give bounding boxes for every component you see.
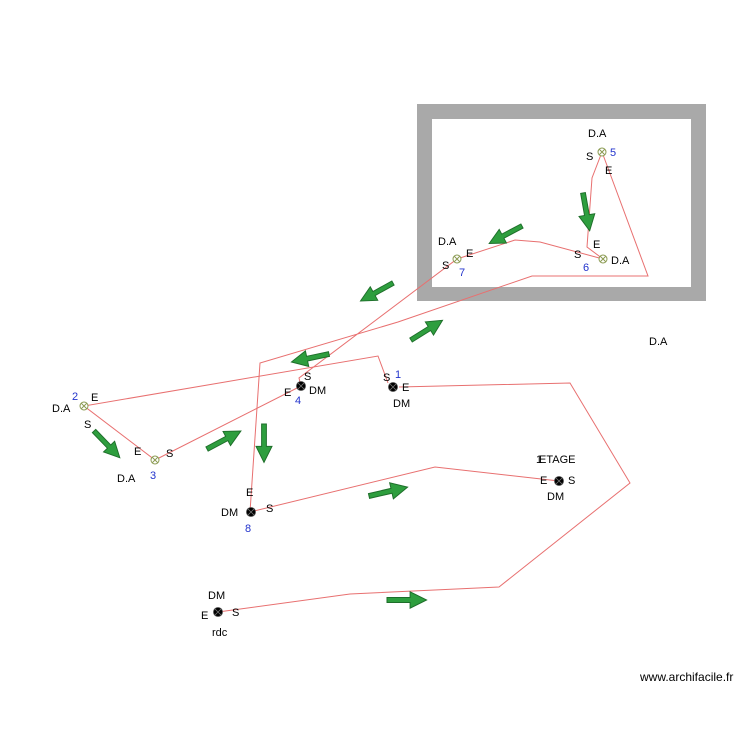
port-label: S	[383, 372, 390, 384]
da-label: D.A	[438, 236, 457, 248]
da-marker-6	[598, 254, 608, 264]
da-label: D.A	[611, 255, 630, 267]
port-label: S	[304, 371, 311, 383]
da-marker-2	[79, 401, 89, 411]
dm-marker-etage	[554, 476, 564, 486]
port-label: S	[442, 260, 449, 272]
direction-arrow	[290, 349, 331, 368]
dm-label: DM	[547, 491, 564, 503]
node-number: 5	[610, 147, 616, 159]
node-number: 8	[245, 523, 251, 535]
dm-marker-1	[388, 382, 398, 392]
port-label: E	[466, 248, 473, 260]
node-numbers: 5 6 7 1 4 2 3 8	[72, 147, 616, 535]
dm-label: DM	[393, 398, 410, 410]
node-number: 1	[395, 369, 401, 381]
dm-marker-rdc	[213, 607, 223, 617]
da-label: D.A	[588, 128, 607, 140]
port-label: E	[402, 382, 409, 394]
port-label: S	[266, 503, 273, 515]
dm-label: DM	[208, 590, 225, 602]
direction-arrow	[488, 223, 524, 244]
dm-label: DM	[221, 507, 238, 519]
etage-label: 1	[536, 454, 542, 466]
da-label: D.A	[117, 473, 136, 485]
route-segment	[217, 382, 631, 613]
node-number: 7	[459, 267, 465, 279]
direction-arrow	[205, 430, 242, 452]
port-label: S	[232, 607, 239, 619]
port-label: S	[586, 151, 593, 163]
da-label: D.A	[52, 403, 71, 415]
port-labels: S E E S S E S E S E E S E S E S E S E S	[84, 151, 612, 622]
port-label: E	[134, 446, 141, 458]
port-label: E	[284, 387, 291, 399]
direction-arrow	[359, 280, 395, 302]
route-segment	[249, 150, 649, 513]
device-labels: D.A D.A D.A D.A D.A D.A DM DM DM DM DM 1…	[52, 128, 668, 639]
dm-markers	[213, 381, 564, 617]
da-marker-7	[452, 254, 462, 264]
port-label: E	[540, 475, 547, 487]
da-marker-5	[597, 147, 607, 157]
port-label: E	[605, 165, 612, 177]
direction-arrow	[578, 192, 596, 232]
node-number: 6	[583, 262, 589, 274]
port-label: S	[84, 419, 91, 431]
port-label: E	[91, 392, 98, 404]
port-label: S	[166, 448, 173, 460]
port-label: S	[574, 249, 581, 261]
dm-marker-8	[246, 507, 256, 517]
da-label: D.A	[649, 336, 668, 348]
direction-arrow	[367, 482, 409, 500]
etage-label: ETAGE	[539, 454, 575, 466]
rdc-label: rdc	[212, 627, 228, 639]
route-lines	[82, 150, 649, 613]
direction-arrows	[91, 192, 596, 610]
port-label: E	[593, 239, 600, 251]
node-number: 4	[295, 395, 301, 407]
port-label: E	[246, 487, 253, 499]
da-markers	[79, 147, 608, 465]
node-number: 3	[150, 470, 156, 482]
dm-marker-4	[296, 381, 306, 391]
direction-arrow	[91, 428, 121, 459]
direction-arrow	[386, 590, 428, 610]
port-label: S	[568, 475, 575, 487]
dm-label: DM	[309, 385, 326, 397]
port-label: E	[201, 610, 208, 622]
route-segment	[82, 355, 389, 461]
node-number: 2	[72, 391, 78, 403]
watermark-text: www.archifacile.fr	[639, 670, 733, 684]
direction-arrow	[409, 319, 444, 343]
da-marker-3	[150, 455, 160, 465]
direction-arrow	[255, 423, 273, 464]
